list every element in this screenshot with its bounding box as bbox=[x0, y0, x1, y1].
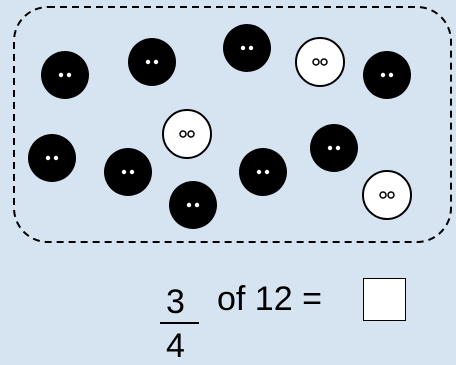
button-filled-4 bbox=[363, 51, 411, 99]
equation-text: of 12 = bbox=[217, 280, 322, 318]
button-filled-7 bbox=[169, 181, 217, 229]
fraction-bar bbox=[160, 322, 199, 324]
fraction-numerator: 3 bbox=[166, 283, 185, 321]
button-set bbox=[13, 6, 452, 243]
button-open-2 bbox=[162, 109, 212, 159]
button-filled-3 bbox=[223, 24, 271, 72]
button-filled-8 bbox=[239, 148, 287, 196]
dashed-group-border bbox=[13, 6, 452, 243]
button-open-1 bbox=[295, 37, 345, 87]
fraction-denominator: 4 bbox=[166, 327, 185, 365]
button-filled-1 bbox=[41, 51, 89, 99]
button-filled-6 bbox=[104, 148, 152, 196]
button-open-3 bbox=[362, 170, 412, 220]
button-filled-5 bbox=[28, 134, 76, 182]
answer-box[interactable] bbox=[363, 278, 406, 321]
button-filled-9 bbox=[310, 124, 358, 172]
button-filled-2 bbox=[128, 38, 176, 86]
